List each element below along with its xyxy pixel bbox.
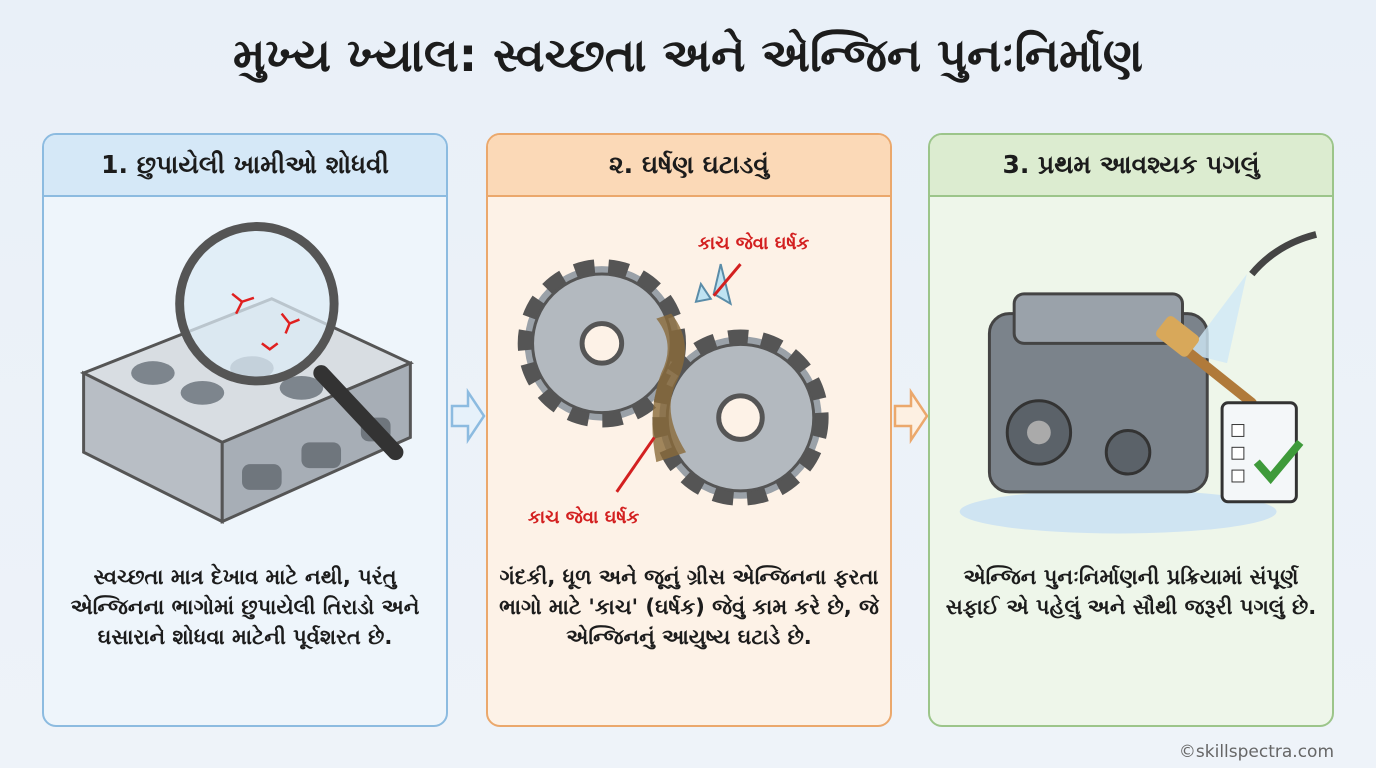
- page-title: મુખ્ય ખ્યાલ: સ્વચ્છતા અને એન્જિન પુનઃનિર…: [232, 28, 1143, 82]
- engine-icon: [987, 292, 1209, 494]
- gear-icon: [652, 329, 829, 506]
- panel-description: સ્વચ્છતા માત્ર દેખાવ માટે નથી, પરંતુ એન્…: [70, 565, 420, 649]
- grime-icon: [652, 313, 687, 463]
- arrow-right-icon: [893, 388, 929, 444]
- panel-reducing-friction: ૨. ઘર્ષણ ઘટાડવું કાચ જેવા ઘર્ષક કાચ જેવા…: [486, 133, 892, 727]
- engine-cleaning-illustration: [959, 231, 1318, 534]
- abrasive-label-top: કાચ જેવા ઘર્ષક: [698, 233, 810, 254]
- gears-abrasive-illustration: [517, 259, 829, 506]
- abrasive-label-bottom: કાચ જેવા ઘર્ષક: [528, 507, 640, 528]
- panel-header: 3. પ્રથમ આવશ્યક પગલું: [930, 135, 1332, 197]
- checklist-icon: [1220, 401, 1304, 504]
- hose-nozzle-icon: [1187, 231, 1318, 364]
- engine-head-magnifier-illustration: [79, 222, 415, 524]
- panel-header: ૨. ઘર્ષણ ઘટાડવું: [488, 135, 890, 197]
- brush-icon: [1156, 316, 1257, 408]
- magnifying-glass-icon: [175, 222, 404, 461]
- arrow-right-icon: [450, 388, 486, 444]
- panel-finding-defects: 1. છુપાયેલી ખામીઓ શોધવી સ્વચ્છતા માત્ર દ…: [42, 133, 448, 727]
- panel-description: એન્જિન પુનઃનિર્માણની પ્રક્રિયામાં સંપૂર્…: [945, 565, 1317, 619]
- panel-header: 1. છુપાયેલી ખામીઓ શોધવી: [44, 135, 446, 197]
- panel-first-step: 3. પ્રથમ આવશ્યક પગલું એન્જિન પુનઃનિર્માણ…: [928, 133, 1334, 727]
- panel-description: ગંદકી, ધૂળ અને જૂનું ગ્રીસ એન્જિનના ફરતા…: [499, 565, 879, 649]
- copyright-footer: ©skillspectra.com: [1178, 742, 1334, 762]
